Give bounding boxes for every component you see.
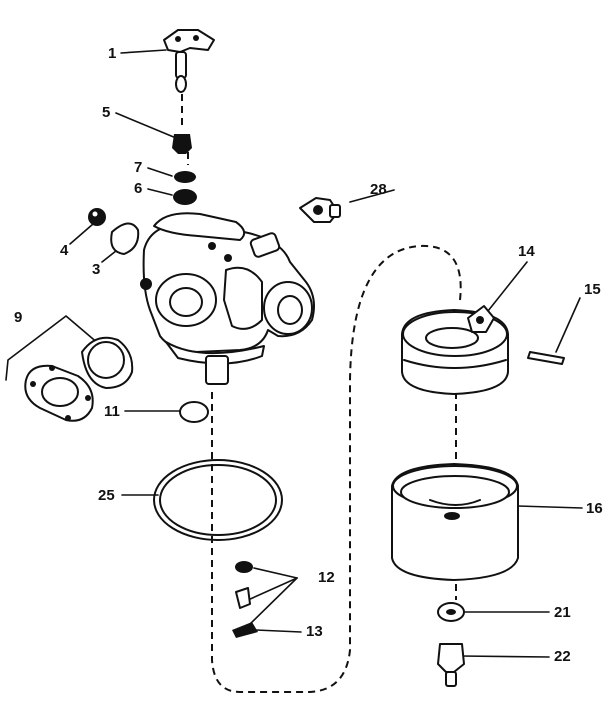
- callout-3: 3: [92, 261, 100, 278]
- callout-11: 11: [104, 403, 120, 420]
- part-5-screw: [172, 134, 192, 154]
- callout-6: 6: [134, 180, 142, 197]
- callout-4: 4: [60, 242, 69, 259]
- part-13-needle: [232, 622, 258, 638]
- part-16-float-bowl: [391, 463, 519, 581]
- leader-lines: [5, 49, 583, 658]
- callout-25: 25: [98, 487, 115, 504]
- part-7-washer: [174, 171, 196, 183]
- callout-22: 22: [554, 648, 571, 665]
- callout-7: 7: [134, 159, 142, 176]
- part-22-bolt: [437, 643, 465, 687]
- part-9-flange: [24, 336, 134, 422]
- callout-15: 15: [584, 281, 601, 298]
- callout-13: 13: [306, 623, 323, 640]
- part-1-throttle-shaft: [163, 29, 215, 93]
- callout-1: 1: [108, 45, 116, 62]
- part-28-fitting: [299, 197, 341, 223]
- part-3-gasket: [110, 222, 140, 255]
- callout-12: 12: [318, 569, 335, 586]
- part-12-parts: [235, 561, 253, 609]
- part-11-seal: [179, 401, 209, 423]
- part-25-o-ring: [153, 459, 283, 541]
- part-15-pin: [527, 351, 565, 365]
- callout-16: 16: [586, 500, 603, 517]
- part-14-float: [401, 305, 509, 395]
- callout-21: 21: [554, 604, 571, 621]
- part-21-washer: [437, 602, 465, 622]
- callout-14: 14: [518, 243, 535, 260]
- part-4-plug: [88, 208, 106, 226]
- part-6-seal: [173, 189, 197, 205]
- callout-9: 9: [14, 309, 22, 326]
- carburetor-body: [140, 212, 315, 385]
- callout-5: 5: [102, 104, 110, 121]
